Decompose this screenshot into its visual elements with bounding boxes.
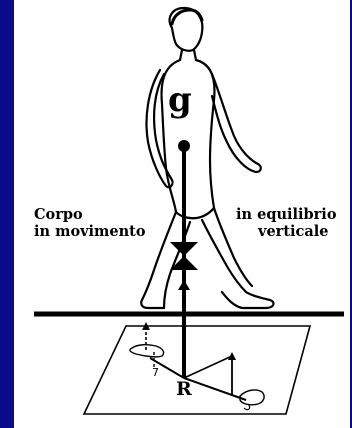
arrowhead-icon	[178, 280, 190, 290]
label-vertical-equilibrium: in equilibrio verticale	[236, 206, 337, 240]
right-footprint-icon	[240, 390, 264, 405]
label-left-line1: Corpo	[34, 206, 146, 223]
gravity-line	[170, 140, 198, 378]
diagram-panel: g Corpo in movimento in equilibrio verti…	[14, 0, 350, 428]
ground-plane	[84, 326, 310, 414]
label-body-in-motion: Corpo in movimento	[34, 206, 146, 240]
center-of-gravity-label: g	[168, 80, 192, 120]
left-footprint-icon	[130, 345, 164, 357]
down-arrow-icon	[170, 242, 198, 256]
ground-reaction-label: R	[176, 378, 192, 400]
footprint-mark: 7	[152, 366, 159, 379]
force-diagram	[130, 322, 264, 410]
label-right-line1: in equilibrio	[236, 206, 337, 223]
label-left-line2: in movimento	[34, 223, 146, 240]
right-force-arrow-icon	[228, 352, 236, 360]
walking-figure	[141, 8, 273, 308]
label-right-line2: verticale	[236, 223, 337, 240]
